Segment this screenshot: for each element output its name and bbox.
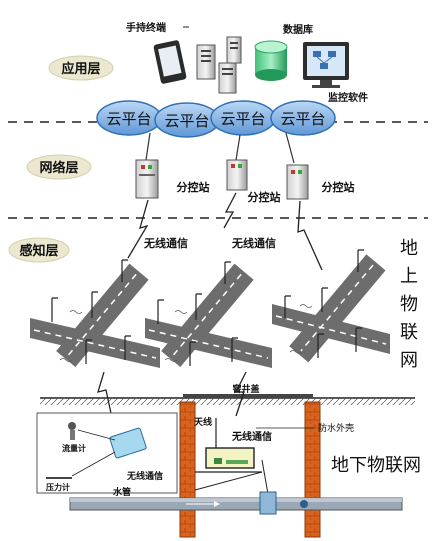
side-label-char-2: 上 xyxy=(400,266,418,287)
label-pressure-gauge: 压力计 xyxy=(46,482,70,492)
road-intersection-1 xyxy=(30,263,160,368)
valve-icon xyxy=(300,500,308,508)
layer-label-network: 网络层 xyxy=(39,160,78,176)
server-rack-icon xyxy=(196,36,242,94)
side-label-char-5: 网 xyxy=(400,350,418,371)
label-antenna: 天线 xyxy=(194,416,212,428)
link-cloud-station-1 xyxy=(145,132,151,161)
cloud-platform-4: 云平台 xyxy=(270,100,336,136)
label-manhole-cover: 窨井盖 xyxy=(232,383,259,395)
cloud-platform-3: 云平台 xyxy=(210,100,276,136)
label-substation-2: 分控站 xyxy=(248,190,281,204)
label-underground-iot: 地下物联网 xyxy=(331,455,421,476)
label-monitor-software: 监控软件 xyxy=(328,91,368,104)
side-label-char-3: 物 xyxy=(400,294,418,315)
wireless-bolt-3 xyxy=(297,200,323,271)
label-substation-3: 分控站 xyxy=(322,180,355,194)
layer-badge-sensing: 感知层 xyxy=(8,237,70,263)
wireless-bolt-2 xyxy=(223,192,237,229)
label-wireless-box: 无线通信 xyxy=(231,430,272,443)
label-wireless-inset: 无线通信 xyxy=(126,470,163,482)
label-waterproof: 防水外壳 xyxy=(318,422,354,434)
database-icon xyxy=(254,40,288,81)
sensor-cable xyxy=(261,459,269,495)
side-label-char-4: 联 xyxy=(400,322,418,343)
wireless-bolt-1 xyxy=(127,199,149,259)
link-cloud-station-2 xyxy=(235,134,241,161)
cloud-label-2: 云平台 xyxy=(164,112,209,130)
layer-label-application: 应用层 xyxy=(61,61,100,77)
label-wireless-right: 无线通信 xyxy=(231,236,276,250)
manhole-cover-plate xyxy=(183,394,313,398)
support-brace xyxy=(194,471,263,491)
pipe-sensor-icon xyxy=(259,491,277,515)
road-intersection-3 xyxy=(272,254,390,363)
label-database: 数据库 xyxy=(283,23,313,36)
signal-waves xyxy=(59,304,313,362)
flowmeter-icon xyxy=(68,422,76,430)
cloud-platform-1: 云平台 xyxy=(96,100,162,136)
layer-label-sensing: 感知层 xyxy=(19,243,58,259)
manhole-wall-right xyxy=(304,401,321,538)
wireless-bolt-ground-right xyxy=(234,371,247,417)
layer-badge-application: 应用层 xyxy=(48,55,114,81)
cloud-label-1: 云平台 xyxy=(106,110,151,128)
cloud-label-4: 云平台 xyxy=(280,110,325,128)
substation-server-2 xyxy=(226,159,248,191)
cloud-platform-2: 云平台 xyxy=(154,102,220,138)
layer-badge-network: 网络层 xyxy=(26,154,92,180)
substation-server-3 xyxy=(286,164,309,200)
label-handheld: 手持终端 xyxy=(126,21,166,34)
wireless-device-box xyxy=(205,447,255,469)
cloud-label-3: 云平台 xyxy=(220,110,265,128)
label-substation-1: 分控站 xyxy=(177,180,210,194)
manhole-wall-left xyxy=(179,401,196,538)
label-water-pipe: 水管 xyxy=(113,486,131,498)
wireless-module-icon xyxy=(109,427,147,459)
link-cloud-station-3 xyxy=(285,132,295,164)
label-flowmeter: 流量计 xyxy=(62,443,86,453)
road-intersection-2 xyxy=(145,263,272,368)
street-lamps xyxy=(51,249,364,366)
wireless-bolt-ground-left xyxy=(97,371,113,419)
label-wireless-left: 无线通信 xyxy=(143,236,188,250)
side-label-char-1: 地 xyxy=(400,238,418,259)
substation-server-1 xyxy=(135,159,159,199)
monitor-icon xyxy=(303,42,349,88)
ground-soil xyxy=(40,398,415,405)
handheld-terminal-icon xyxy=(153,40,187,84)
sensor-inset xyxy=(36,412,178,494)
